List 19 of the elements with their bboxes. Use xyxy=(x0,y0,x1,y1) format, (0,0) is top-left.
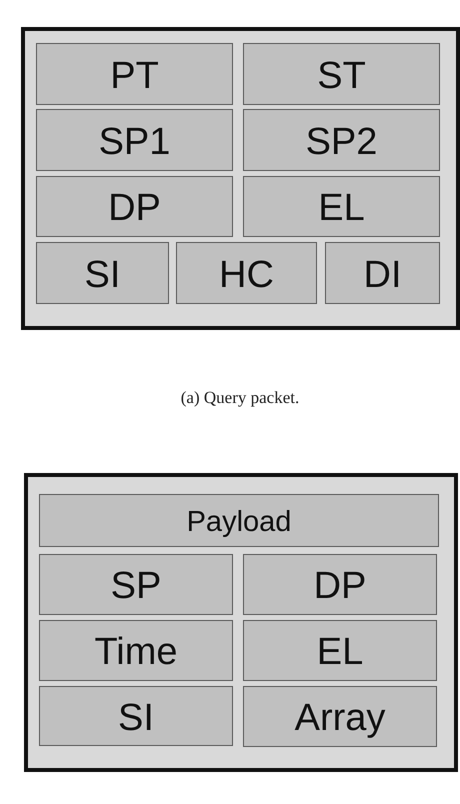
packet-frame xyxy=(24,473,458,772)
packet-field: SI xyxy=(36,242,169,304)
packet-field: HC xyxy=(176,242,317,304)
packet-field: ST xyxy=(243,43,440,105)
packet-field: Array xyxy=(243,686,437,747)
packet-field: EL xyxy=(243,620,437,681)
packet-field: SI xyxy=(39,686,233,746)
figure-caption: (a) Query packet. xyxy=(180,388,300,408)
packet-field: EL xyxy=(243,176,440,237)
packet-frame xyxy=(21,27,460,330)
packet-field: DP xyxy=(243,554,437,615)
packet-field: Payload xyxy=(39,494,439,547)
packet-field: Time xyxy=(39,620,233,681)
packet-field: SP2 xyxy=(243,109,440,171)
packet-field: SP xyxy=(39,554,233,615)
packet-field: DP xyxy=(36,176,233,237)
packet-field: PT xyxy=(36,43,233,105)
packet-field: SP1 xyxy=(36,109,233,171)
packet-field: DI xyxy=(325,242,440,304)
